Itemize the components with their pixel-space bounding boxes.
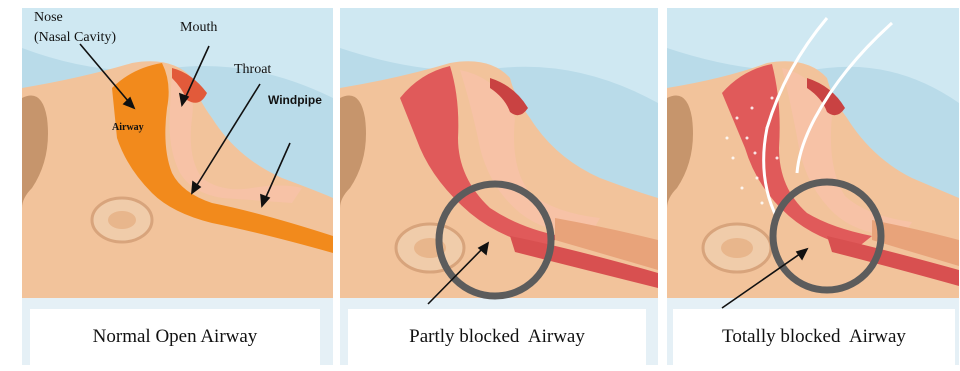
caption-totally: Totally blocked Airway — [722, 326, 906, 348]
panel-normal-airway: Nose (Nasal Cavity) Mouth Throat Windpip… — [22, 8, 333, 365]
caption-box-totally: Totally blocked Airway — [673, 309, 955, 365]
caption-normal: Normal Open Airway — [93, 326, 258, 348]
nasal-cavity-label: (Nasal Cavity) — [34, 30, 116, 46]
panel-totally-blocked-airway: Totally blocked Airway — [667, 8, 959, 365]
caption-partly: Partly blocked Airway — [409, 326, 585, 348]
airway-label: Airway — [112, 120, 144, 136]
mouth-label: Mouth — [180, 20, 217, 36]
windpipe-label: Windpipe — [268, 92, 322, 108]
throat-label: Throat — [234, 62, 271, 78]
nose-label: Nose — [34, 10, 63, 26]
panel-partly-blocked-airway: Partly blocked Airway — [340, 8, 658, 365]
caption-box-normal: Normal Open Airway — [30, 309, 320, 365]
caption-box-partly: Partly blocked Airway — [348, 309, 646, 365]
